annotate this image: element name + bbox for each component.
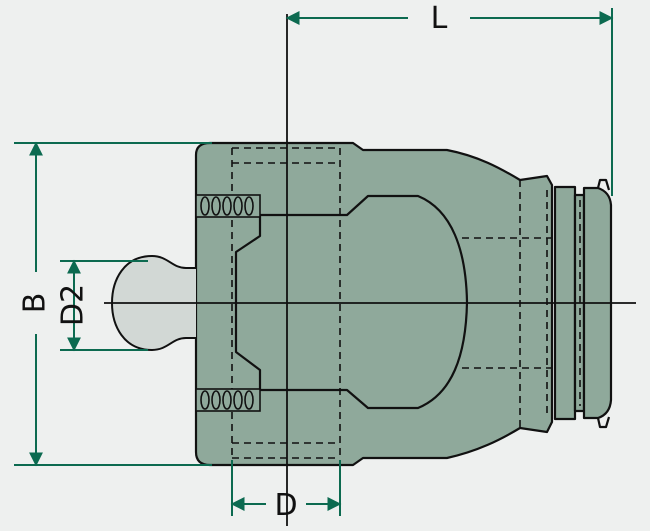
- dimension-lines: [14, 8, 614, 516]
- flange-lip: [596, 178, 611, 429]
- dim-B-label: B: [18, 293, 53, 314]
- dim-D-label: D: [274, 488, 297, 523]
- yoke-body: [194, 141, 613, 467]
- dim-D2-label: D2: [56, 284, 91, 326]
- bearing-threads: [200, 196, 254, 410]
- dim-L-label: L: [431, 1, 448, 36]
- yoke-outline: [194, 141, 554, 467]
